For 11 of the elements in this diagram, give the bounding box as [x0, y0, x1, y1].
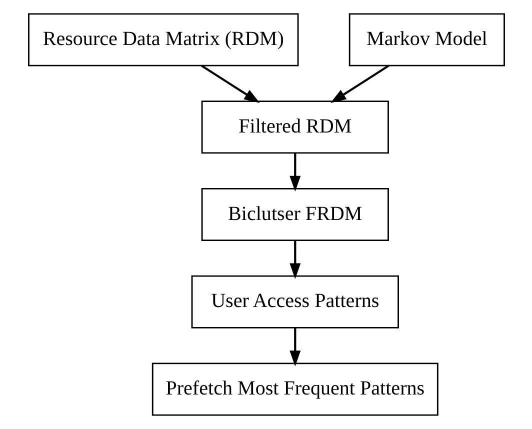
node-box: Biclutser FRDM: [200, 188, 388, 241]
arrow: [289, 240, 300, 280]
node-box: User Access Patterns: [190, 275, 398, 328]
arrow: [289, 328, 300, 366]
arrow: [330, 64, 389, 104]
arrow: [200, 64, 260, 104]
node-box: Filtered RDM: [200, 100, 388, 154]
node-box: Prefetch Most Frequent Patterns: [151, 362, 438, 416]
arrow: [289, 153, 300, 192]
node-box: Resource Data Matrix (RDM): [28, 13, 298, 66]
node-box: Markov Model: [348, 13, 504, 66]
